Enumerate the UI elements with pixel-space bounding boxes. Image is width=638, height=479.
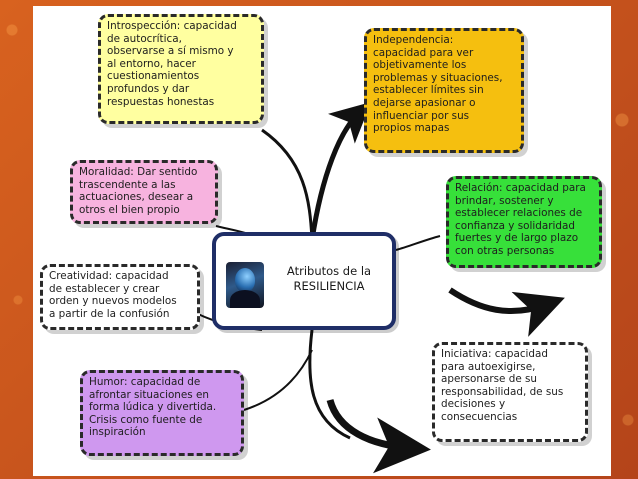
node-moralidad: Moralidad: Dar sentido trascendente a la…: [70, 160, 218, 224]
node-moralidad-text: Moralidad: Dar sentido trascendente a la…: [79, 166, 198, 216]
node-introspeccion-text: Introspección: capacidad de autocrítica,…: [107, 20, 237, 108]
node-independencia: Independencia: capacidad para ver objeti…: [364, 28, 524, 153]
humor-connector: [243, 349, 313, 411]
arrow-to-iniciativa: [326, 398, 431, 474]
node-relacion-text: Relación: capacidad para brindar, sosten…: [455, 182, 586, 257]
curve-to-independencia: [261, 128, 314, 241]
node-creatividad: Creatividad: capacidad de establecer y c…: [40, 264, 200, 330]
person-silhouette-icon: [226, 262, 264, 308]
center-title: Atributos de la RESILIENCIA: [286, 264, 372, 293]
arrow-to-relacion-lower: [448, 287, 565, 337]
node-humor: Humor: capacidad de afrontar situaciones…: [80, 370, 244, 456]
node-iniciativa-text: Iniciativa: capacidad para autoexigirse,…: [441, 348, 564, 423]
node-iniciativa: Iniciativa: capacidad para autoexigirse,…: [432, 342, 588, 442]
curve-to-iniciativa: [308, 329, 351, 440]
arrow-to-independencia: [309, 101, 372, 241]
relacion-connector: [395, 235, 441, 251]
node-introspeccion: Introspección: capacidad de autocrítica,…: [98, 14, 264, 124]
node-creatividad-text: Creatividad: capacidad de establecer y c…: [49, 270, 177, 320]
node-humor-text: Humor: capacidad de afrontar situaciones…: [89, 376, 217, 439]
node-independencia-text: Independencia: capacidad para ver objeti…: [373, 34, 503, 135]
center-node: Atributos de la RESILIENCIA: [212, 232, 396, 330]
node-relacion: Relación: capacidad para brindar, sosten…: [446, 176, 602, 268]
